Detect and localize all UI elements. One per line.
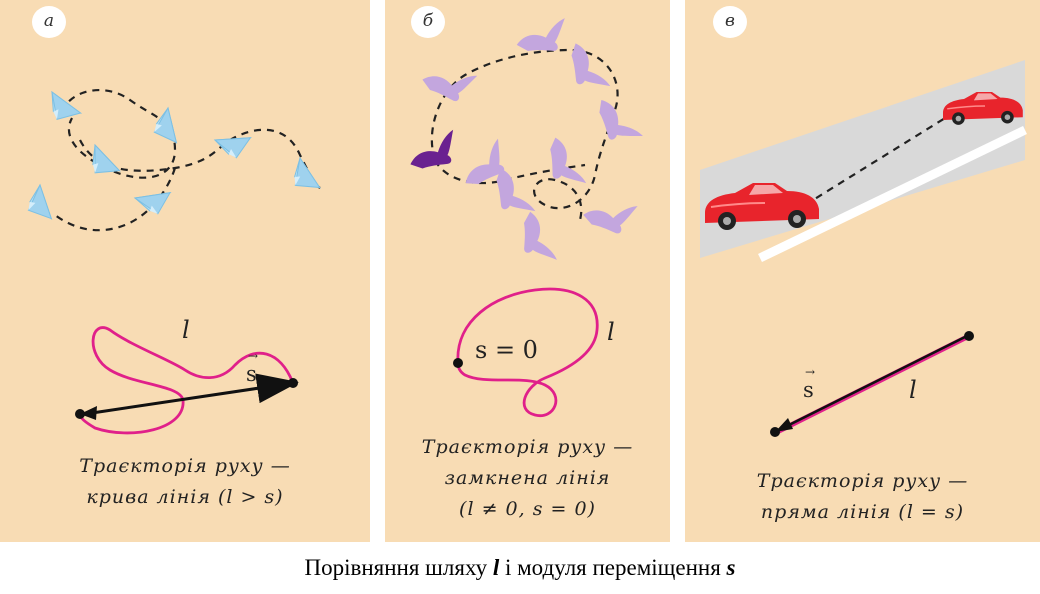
bird-icon [404, 129, 464, 177]
caption-b: Траєкторія руху — замкнена лінія (l ≠ 0,… [385, 432, 670, 525]
bird-icon [581, 197, 638, 237]
curved-path-illustration [19, 89, 327, 435]
path-label-l: l [909, 376, 917, 404]
paper-plane-icon [19, 184, 61, 228]
caption-c: Траєкторія руху — пряма лінія (l = s) [685, 466, 1040, 528]
panel-straight-path: в →s l Траєкторія руху — пряма ліні [685, 0, 1040, 542]
road-marking [758, 125, 1027, 263]
road [700, 60, 1025, 258]
paper-plane-icon [43, 91, 85, 127]
bird-icon [563, 37, 611, 97]
vector-arrow-icon: → [805, 365, 816, 379]
start-point [770, 427, 780, 437]
caption-prefix: Порівняння шляху [304, 555, 493, 580]
bird-icon [543, 132, 587, 192]
start-point [75, 409, 85, 419]
closed-trajectory [456, 287, 599, 418]
panel-curved-path: а l →s Траєкто [0, 0, 370, 542]
vector-arrow-icon [775, 418, 793, 432]
bird-icon [419, 62, 478, 106]
caption-middle: і модуля переміщення [499, 555, 727, 580]
bird-icon [517, 208, 557, 266]
panel-badge-a: а [32, 6, 66, 38]
bird-icon [590, 91, 643, 152]
figure-caption: Порівняння шляху l і модуля переміщення … [0, 546, 1040, 590]
caption-line: Траєкторія руху — [79, 455, 291, 477]
end-point [288, 378, 298, 388]
curved-trajectory [78, 326, 295, 435]
paper-plane-icon [82, 144, 125, 184]
dashed-trajectory [804, 114, 951, 206]
caption-line: (l ≠ 0, s = 0) [459, 498, 596, 520]
end-point [964, 331, 974, 341]
paper-plane-icon [214, 127, 256, 164]
panel-badge-c: в [713, 6, 747, 38]
panel-closed-path: б s = 0 l Траєкторія руху — замкнена лін… [385, 0, 670, 542]
caption-a: Траєкторія руху — крива лінія (l > s) [0, 451, 370, 513]
paper-plane-icon [134, 183, 177, 221]
vector-arrow-icon [80, 406, 97, 420]
vector-label-s: →s [803, 365, 816, 402]
start-end-point [453, 358, 463, 368]
closed-path-illustration [404, 18, 643, 418]
caption-line: замкнена лінія [444, 467, 611, 489]
vector-arrow-icon: → [248, 349, 259, 363]
panel-badge-b: б [411, 6, 445, 38]
displacement-label: s = 0 [475, 336, 538, 364]
straight-path-illustration [700, 60, 1027, 437]
displacement-vector [91, 373, 299, 415]
caption-l: l [492, 555, 500, 580]
path-label-l: l [607, 318, 615, 346]
vector-label-s: →s [246, 349, 259, 386]
caption-line: крива лінія (l > s) [86, 486, 284, 508]
caption-line: пряма лінія (l = s) [760, 501, 965, 523]
path-label-l: l [182, 316, 190, 344]
caption-line: Траєкторія руху — [756, 470, 969, 492]
displacement-vector [788, 333, 970, 427]
caption-line: Траєкторія руху — [421, 436, 634, 458]
caption-s: s [726, 555, 736, 580]
